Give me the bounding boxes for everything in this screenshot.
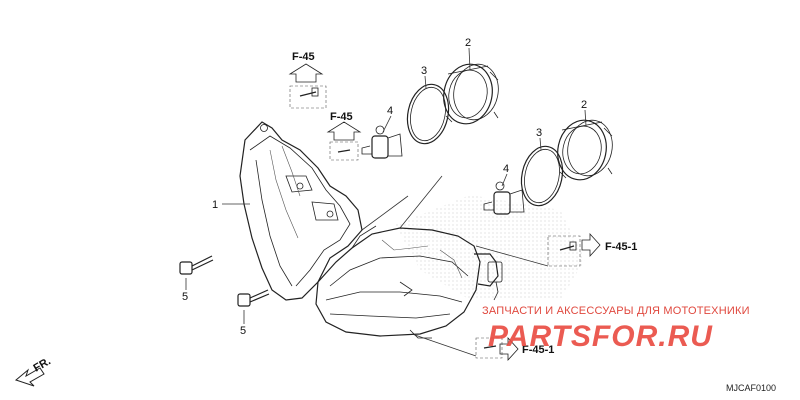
ref-f45-mid[interactable]: F-45 — [326, 111, 362, 141]
up-arrow-icon — [326, 121, 362, 141]
ring-2-upper — [443, 63, 499, 125]
watermark-logo: PARTSFOR.RU — [488, 320, 713, 353]
callout-2-upper: 2 — [465, 37, 471, 49]
direction-label: FR. — [32, 355, 53, 374]
screw-right — [547, 235, 581, 267]
ref-f45-top[interactable]: F-45 — [288, 51, 324, 83]
right-arrow-icon — [499, 336, 519, 362]
watermark-logo-text: PARTSFOR.RU — [488, 320, 713, 353]
ref-f45-top-label: F-45 — [292, 51, 315, 63]
leader-lines — [185, 47, 587, 357]
bulb-4-lower — [483, 181, 525, 215]
callout-numbers: 1 2 3 4 2 3 4 5 5 — [182, 37, 587, 337]
callout-4-upper: 4 — [387, 105, 393, 117]
callout-3-lower: 3 — [536, 127, 542, 139]
gasket-3-upper — [406, 83, 450, 145]
watermark: ЗАПЧАСТИ И АКСЕССУАРЫ ДЛЯ МОТОТЕХНИКИ PA… — [482, 305, 750, 353]
callout-4-lower: 4 — [503, 163, 509, 175]
bulb-4-upper — [361, 125, 403, 159]
screw-top — [289, 85, 327, 109]
ring-2-lower — [557, 119, 613, 181]
right-arrow-icon — [581, 232, 601, 258]
front-direction-indicator: FR. — [14, 355, 53, 387]
watermark-tagline: ЗАПЧАСТИ И АКСЕССУАРЫ ДЛЯ МОТОТЕХНИКИ — [482, 305, 750, 317]
gasket-3-lower — [520, 145, 564, 207]
ref-f451-bottom-label: F-45-1 — [522, 344, 554, 356]
headlight-housing — [239, 121, 503, 339]
ref-f451-right[interactable]: F-45-1 — [581, 232, 637, 258]
callout-5-lower: 5 — [240, 325, 246, 337]
bolt-5-upper — [179, 255, 214, 275]
screw-mid — [329, 141, 359, 161]
ref-f451-right-label: F-45-1 — [605, 241, 637, 253]
direction-arrow-icon — [14, 367, 45, 387]
diagram-code: MJCAF0100 — [726, 383, 776, 393]
callout-2-lower: 2 — [581, 99, 587, 111]
bolt-5-lower — [237, 289, 270, 307]
dotted-shading — [395, 195, 585, 300]
screw-bottom — [475, 337, 503, 359]
ref-f45-mid-label: F-45 — [330, 111, 353, 123]
callout-1: 1 — [212, 199, 218, 211]
callout-3-upper: 3 — [421, 65, 427, 77]
ref-f451-bottom[interactable]: F-45-1 — [499, 336, 554, 362]
callout-5-upper: 5 — [182, 291, 188, 303]
up-arrow-icon — [288, 63, 324, 83]
